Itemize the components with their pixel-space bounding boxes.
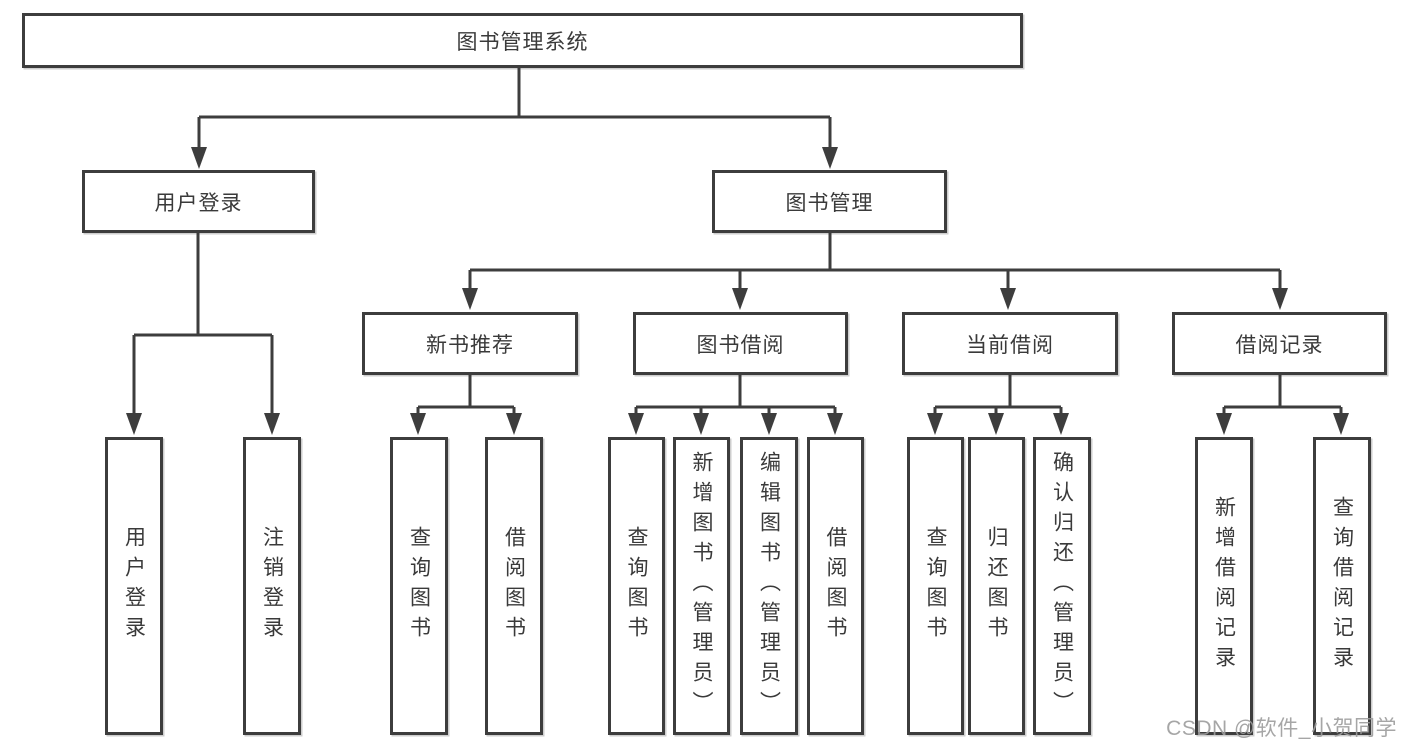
- watermark: CSDN @软件_小贺同学: [1166, 717, 1397, 740]
- node-label: 图书管理系统: [456, 30, 589, 54]
- edge-book-borrow-branch: [634, 375, 837, 416]
- arrow-icon: [126, 413, 142, 435]
- leaf-user-login: 用户登录: [105, 437, 163, 735]
- edge-current-borrow-branch: [933, 375, 1063, 416]
- arrow-icon: [264, 413, 280, 435]
- leaf-label: 查询图书: [625, 526, 648, 646]
- leaf-label: 归还图书: [985, 526, 1008, 646]
- leaf-label: 编辑图书（管理员）: [757, 451, 781, 721]
- leaf-label: 新增图书（管理员）: [690, 451, 713, 721]
- arrow-icon: [1333, 413, 1349, 435]
- node-book-management: 图书管理: [712, 170, 947, 233]
- arrow-icon: [506, 413, 522, 435]
- node-label: 用户登录: [154, 191, 243, 215]
- node-library-system: 图书管理系统: [22, 13, 1023, 68]
- leaf-label: 查询图书: [924, 526, 947, 646]
- node-label: 图书管理: [785, 191, 874, 215]
- leaf-logout-login: 注销登录: [243, 437, 301, 735]
- arrow-icon: [927, 413, 943, 435]
- arrow-icon: [761, 413, 777, 435]
- leaf-query-borrow-record: 查询借阅记录: [1313, 437, 1371, 735]
- leaf-return-book: 归还图书: [968, 437, 1025, 735]
- node-label: 新书推荐: [426, 333, 514, 357]
- arrow-icon: [822, 147, 838, 169]
- leaf-label: 借阅图书: [824, 526, 847, 646]
- edge-book-mgmt-branch: [468, 233, 1282, 291]
- arrow-icon: [988, 413, 1004, 435]
- edge-new-book-branch: [416, 375, 516, 416]
- edge-root-branch: [197, 68, 832, 150]
- arrow-icon: [410, 413, 426, 435]
- leaf-query-book-recommend: 查询图书: [390, 437, 448, 735]
- edge-borrow-record-branch: [1222, 375, 1343, 416]
- arrow-icon: [462, 288, 478, 310]
- node-label: 当前借阅: [966, 333, 1054, 357]
- node-current-borrow: 当前借阅: [902, 312, 1118, 375]
- node-label: 图书借阅: [696, 333, 785, 357]
- arrow-icon: [1272, 288, 1288, 310]
- node-label: 借阅记录: [1235, 333, 1324, 357]
- arrow-icon: [827, 413, 843, 435]
- node-new-book-recommend: 新书推荐: [362, 312, 578, 375]
- edge-user-login-branch: [132, 233, 274, 416]
- leaf-query-book-borrow: 查询图书: [608, 437, 665, 735]
- arrow-icon: [628, 413, 644, 435]
- leaf-confirm-return-admin: 确认归还（管理员）: [1033, 437, 1091, 735]
- leaf-label: 确认归还（管理员）: [1050, 451, 1074, 721]
- arrow-icon: [1216, 413, 1232, 435]
- node-borrow-record: 借阅记录: [1172, 312, 1387, 375]
- leaf-label: 用户登录: [122, 526, 146, 646]
- arrow-icon: [191, 147, 207, 169]
- leaf-label: 新增借阅记录: [1212, 496, 1236, 676]
- leaf-query-book-current: 查询图书: [907, 437, 964, 735]
- leaf-borrow-book-recommend: 借阅图书: [485, 437, 543, 735]
- leaf-label: 借阅图书: [502, 526, 526, 646]
- leaf-label: 注销登录: [260, 526, 284, 646]
- leaf-label: 查询图书: [407, 526, 431, 646]
- arrow-icon: [1000, 288, 1016, 310]
- leaf-add-borrow-record: 新增借阅记录: [1195, 437, 1253, 735]
- node-user-login: 用户登录: [82, 170, 315, 233]
- leaf-borrow-book: 借阅图书: [807, 437, 864, 735]
- leaf-edit-book-admin: 编辑图书（管理员）: [740, 437, 798, 735]
- arrow-icon: [1053, 413, 1069, 435]
- leaf-add-book-admin: 新增图书（管理员）: [673, 437, 730, 735]
- arrow-icon: [693, 413, 709, 435]
- node-book-borrow: 图书借阅: [633, 312, 848, 375]
- leaf-label: 查询借阅记录: [1330, 496, 1354, 676]
- arrow-icon: [732, 288, 748, 310]
